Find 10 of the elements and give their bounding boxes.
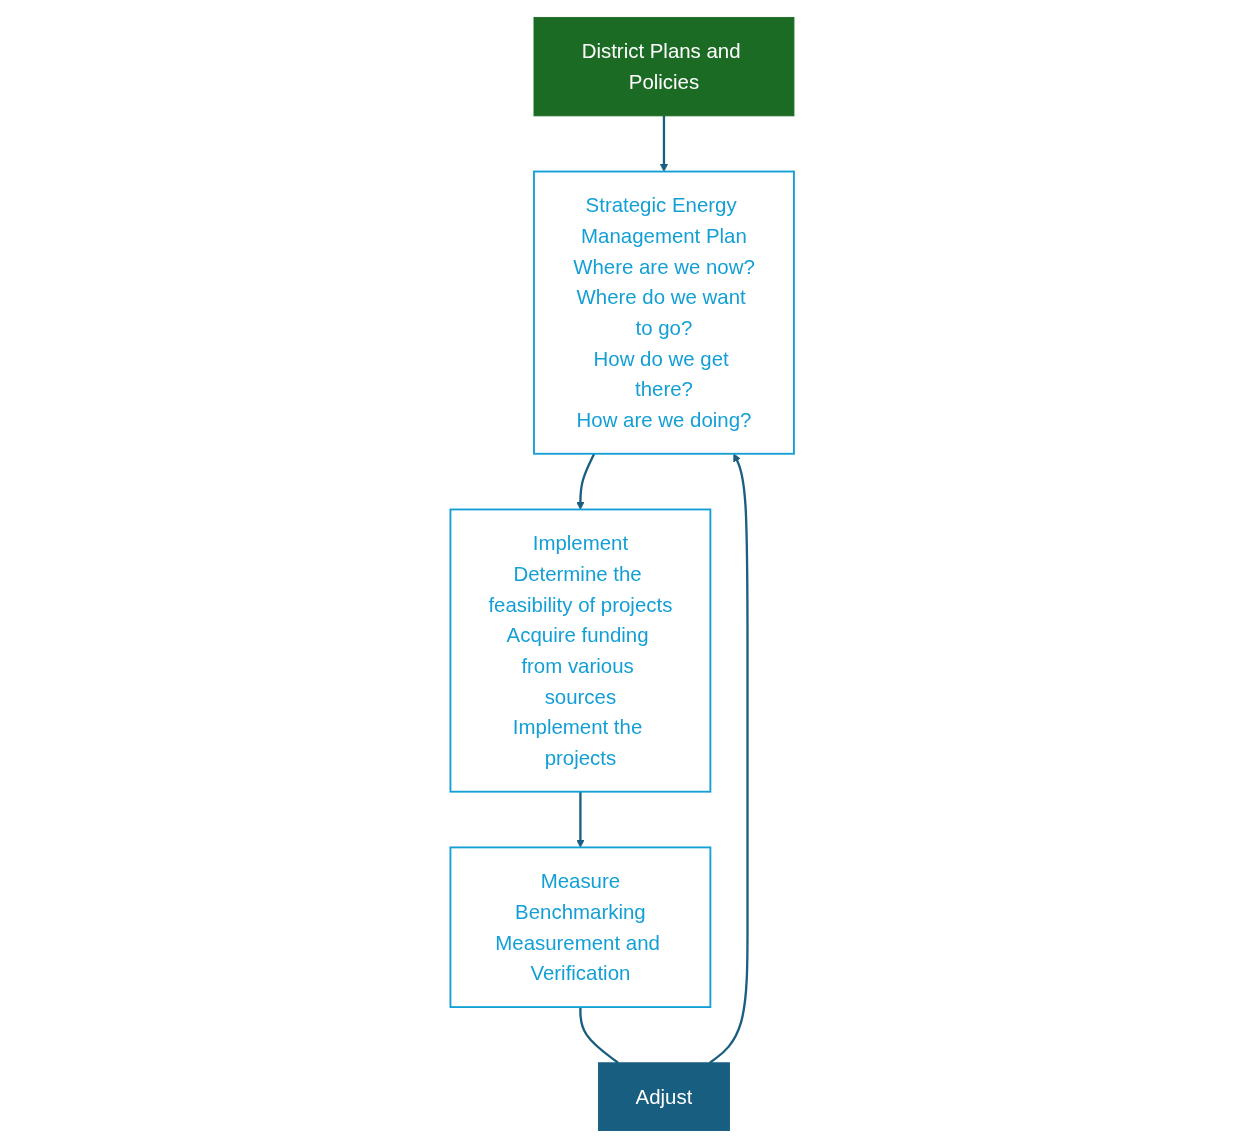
arrow bbox=[576, 791, 585, 848]
arrow bbox=[576, 453, 596, 510]
node-box bbox=[449, 846, 712, 1008]
connector bbox=[579, 1007, 619, 1064]
node-box bbox=[449, 508, 712, 793]
arrow bbox=[708, 453, 749, 1064]
node-box bbox=[597, 1062, 730, 1132]
arrow bbox=[659, 115, 668, 172]
node-box bbox=[533, 16, 795, 117]
node-box bbox=[532, 170, 795, 455]
